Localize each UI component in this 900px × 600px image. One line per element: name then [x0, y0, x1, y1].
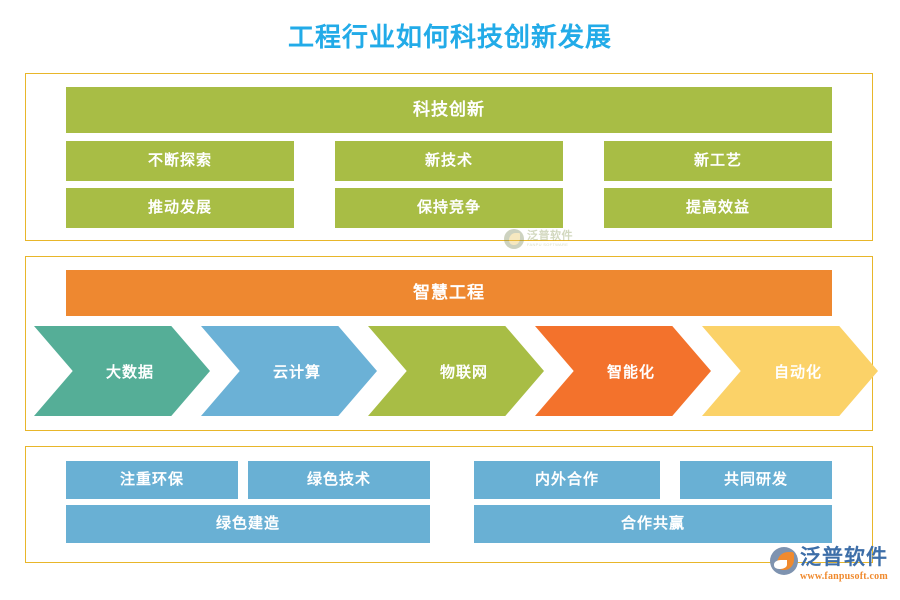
section-innovation-header: 科技创新	[66, 87, 832, 133]
brand-url: www.fanpusoft.com	[800, 571, 888, 582]
innovation-item-0-label: 不断探索	[147, 152, 212, 169]
green-item-1[interactable]: 绿色技术	[248, 461, 430, 499]
watermark-logo-icon	[504, 229, 524, 249]
smart-chevron-2-label: 物联网	[439, 363, 488, 381]
innovation-item-5[interactable]: 提高效益	[604, 188, 832, 228]
smart-chevron-1[interactable]: 云计算	[201, 326, 377, 416]
watermark-url: FANPU SOFTWARE	[527, 242, 569, 247]
smart-chevron-3-label: 智能化	[606, 363, 655, 381]
smart-chevron-2[interactable]: 物联网	[368, 326, 544, 416]
innovation-item-3[interactable]: 推动发展	[66, 188, 294, 228]
green-item-2-label: 内外合作	[534, 471, 599, 488]
brand-name: 泛普软件	[800, 546, 888, 569]
section-smart-header: 智慧工程	[66, 270, 832, 316]
green-item-1-label: 绿色技术	[306, 471, 371, 488]
green-item-5-label: 合作共赢	[620, 515, 685, 532]
watermark-name: 泛普软件	[527, 230, 573, 242]
green-item-2[interactable]: 内外合作	[474, 461, 660, 499]
brand-logo-swoosh-inner-icon	[774, 560, 787, 569]
green-item-4[interactable]: 绿色建造	[66, 505, 430, 543]
innovation-item-1[interactable]: 新技术	[335, 141, 563, 181]
smart-chevron-4[interactable]: 自动化	[702, 326, 878, 416]
innovation-item-0[interactable]: 不断探索	[66, 141, 294, 181]
section-innovation: 科技创新 不断探索 新技术 新工艺 推动发展 保持竞争 提高效益 泛普软件 FA…	[25, 73, 873, 249]
watermark-logo: 泛普软件 FANPU SOFTWARE	[504, 226, 594, 252]
innovation-item-5-label: 提高效益	[685, 199, 750, 216]
section-smart-engineering: 智慧工程 大数据 云计算 物联网 智能化 自动化	[25, 256, 878, 431]
innovation-item-4[interactable]: 保持竞争	[335, 188, 563, 228]
green-item-3[interactable]: 共同研发	[680, 461, 832, 499]
innovation-item-4-label: 保持竞争	[416, 199, 481, 216]
innovation-item-1-label: 新技术	[424, 152, 473, 169]
section-green-cooperation: 注重环保 绿色技术 内外合作 共同研发 绿色建造 合作共赢	[25, 446, 873, 563]
smart-chevron-0-label: 大数据	[105, 363, 154, 381]
brand-logo: 泛普软件 www.fanpusoft.com	[770, 546, 892, 590]
green-item-3-label: 共同研发	[723, 471, 788, 488]
green-item-5[interactable]: 合作共赢	[474, 505, 832, 543]
green-item-0[interactable]: 注重环保	[66, 461, 238, 499]
smart-chevron-3[interactable]: 智能化	[535, 326, 711, 416]
smart-chevron-4-label: 自动化	[773, 363, 822, 381]
brand-logo-icon	[770, 547, 798, 575]
smart-chevron-0[interactable]: 大数据	[34, 326, 210, 416]
innovation-item-2-label: 新工艺	[693, 152, 742, 169]
green-item-4-label: 绿色建造	[215, 515, 280, 532]
smart-chevron-1-label: 云计算	[272, 363, 321, 381]
green-item-0-label: 注重环保	[119, 471, 184, 488]
innovation-item-2[interactable]: 新工艺	[604, 141, 832, 181]
page-title: 工程行业如何科技创新发展	[287, 22, 612, 52]
innovation-item-3-label: 推动发展	[147, 199, 212, 216]
